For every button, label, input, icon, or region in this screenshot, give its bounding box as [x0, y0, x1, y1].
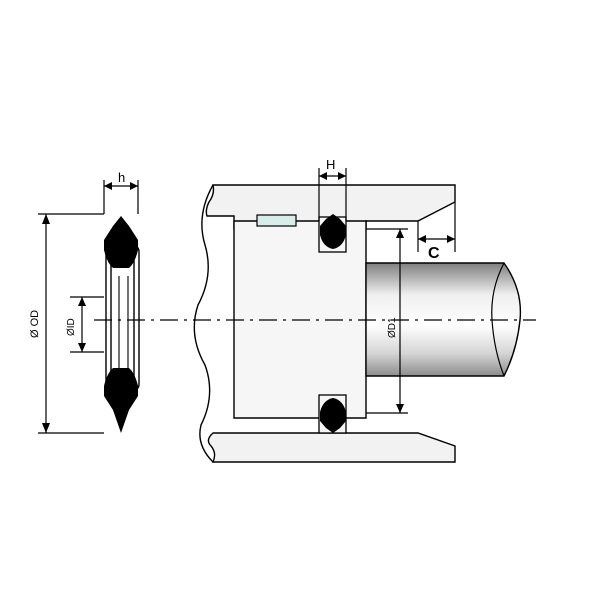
piston-rod: [365, 262, 522, 377]
seal-ring-body: [105, 245, 140, 391]
dimension-od: [38, 213, 104, 434]
guide-strip: [256, 214, 297, 227]
dimension-C: [417, 202, 456, 252]
seal-profile-bottom: [104, 368, 138, 433]
seal-groove-bottom: [318, 394, 347, 434]
label-id: ØID: [66, 318, 77, 336]
dimension-h: [103, 180, 139, 214]
installed-seal-top: [320, 214, 346, 249]
label-h: h: [118, 170, 125, 185]
seal-profile-top: [104, 216, 138, 268]
label-H: H: [326, 157, 335, 172]
installed-seal-bottom: [320, 398, 346, 433]
label-od: Ø OD: [29, 310, 41, 338]
dimension-id: [70, 296, 104, 353]
dimension-d1: [366, 228, 408, 414]
housing-break-line: [193, 184, 214, 463]
dimension-H: [318, 168, 347, 221]
seal-ring-section: [104, 216, 140, 433]
seal-groove-top: [318, 214, 347, 253]
housing-lower-wall: [207, 432, 456, 463]
label-C: C: [428, 245, 440, 262]
label-d1: ØD1: [387, 317, 398, 338]
